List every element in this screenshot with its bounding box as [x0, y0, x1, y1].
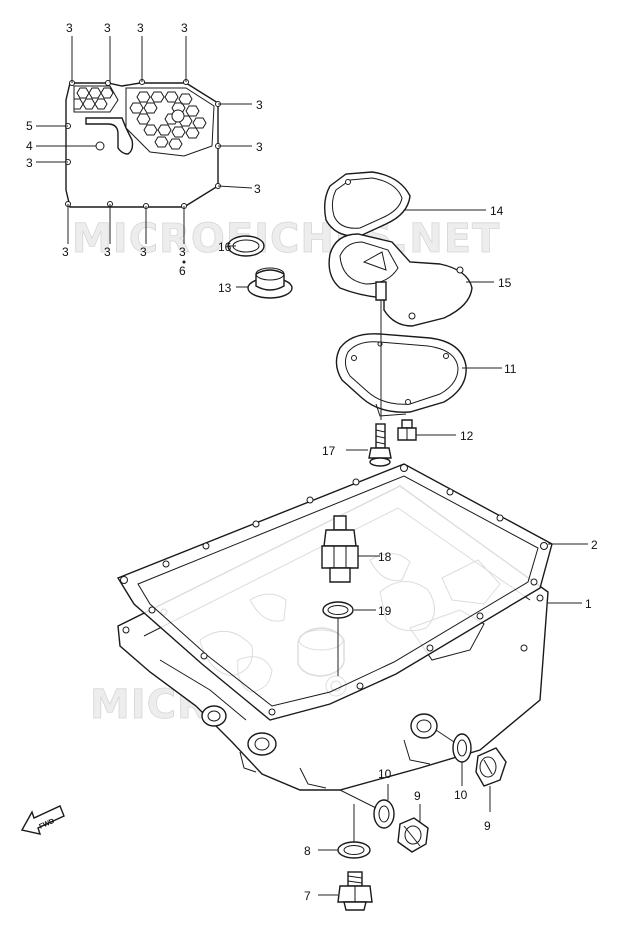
part-9-plug-lower	[397, 817, 429, 853]
callout-11: 11	[504, 362, 517, 376]
gasket-inset	[65, 79, 221, 209]
callout-8: 8	[304, 844, 311, 858]
callout-16: 16	[218, 240, 232, 254]
callout-7: 7	[304, 889, 311, 903]
inset-plug	[95, 141, 105, 151]
callout-9: 9	[484, 819, 491, 833]
part-10-washer	[373, 799, 395, 829]
part-7-drain-bolt	[337, 871, 373, 911]
callout-5: 5	[26, 119, 33, 133]
callout-1: 1	[585, 597, 592, 611]
callout-3: 3	[140, 245, 147, 259]
callout-14: 14	[490, 204, 504, 218]
callout-10: 10	[454, 788, 468, 802]
forward-arrow-icon: FWD	[20, 805, 65, 835]
part-18-pressure-switch	[321, 515, 359, 583]
part-8-gasket	[337, 841, 371, 859]
part-10-washer-right	[452, 733, 472, 763]
callout-3: 3	[26, 156, 33, 170]
callout-3: 3	[137, 21, 144, 35]
callout-13: 15	[498, 276, 512, 290]
part-12-bolt	[397, 419, 417, 441]
callout-4: 4	[26, 139, 33, 153]
part-9-plug-right	[475, 747, 507, 787]
callout-3: 3	[256, 98, 263, 112]
dot-marker	[182, 260, 186, 264]
callout-17: 17	[322, 444, 336, 458]
callout-3: 3	[254, 182, 261, 196]
callout-3: 3	[66, 21, 73, 35]
callout-12: 12	[460, 429, 474, 443]
strainer-mesh-left	[73, 85, 119, 113]
callout-3: 3	[104, 21, 111, 35]
part-11-plate-gasket	[335, 333, 467, 417]
callout-3: 3	[104, 245, 111, 259]
part-2-oil-pan-gasket	[116, 463, 553, 721]
watermark-top: MICROFICHES.NET	[72, 216, 500, 262]
strainer-mesh-right	[125, 87, 215, 157]
part-15-collar	[247, 267, 293, 299]
callout-3: 3	[179, 245, 186, 259]
part-17-bolt	[368, 423, 392, 467]
callout-2: 2	[591, 538, 598, 552]
inset-leaders	[36, 36, 253, 244]
callout-10: 10	[378, 767, 392, 781]
callout-18: 18	[378, 550, 392, 564]
part-13-oil-strainer	[328, 233, 473, 327]
callout-3: 3	[62, 245, 69, 259]
callout-3: 3	[256, 140, 263, 154]
part-14-gasket	[323, 171, 411, 237]
callout-9: 9	[414, 789, 421, 803]
callout-3: 3	[181, 21, 188, 35]
callout-6: 6	[179, 264, 186, 278]
callout-15: 13	[218, 281, 232, 295]
callout-19: 19	[378, 604, 392, 618]
